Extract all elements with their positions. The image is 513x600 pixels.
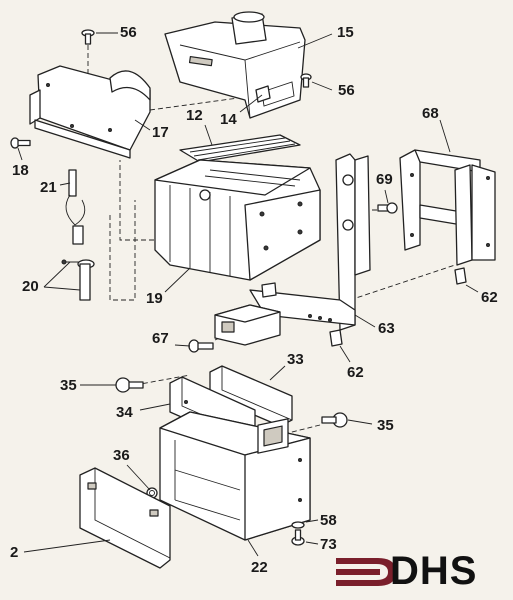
part-number-label: 21 — [40, 179, 57, 196]
part-number-label: 73 — [320, 536, 337, 553]
part-number-label: 56 — [120, 24, 137, 41]
part-number-label: 22 — [251, 559, 268, 576]
screw-67 — [188, 339, 214, 353]
part-number-label: 34 — [116, 404, 133, 421]
part-number-label: 35 — [377, 417, 394, 434]
screw-56-top — [81, 29, 95, 45]
part-number-label: 15 — [337, 24, 354, 41]
screw-56-side — [300, 73, 312, 88]
part-number-label: 62 — [481, 289, 498, 306]
bracket-14 — [255, 85, 271, 103]
washer-58 — [291, 521, 305, 529]
clip-62-lower — [329, 329, 343, 347]
gas-valve — [214, 304, 281, 346]
part-number-label: 67 — [152, 330, 169, 347]
clip-62-upper — [454, 267, 467, 285]
part-number-label: 20 — [22, 278, 39, 295]
part-number-label: 56 — [338, 82, 355, 99]
part-number-label: 68 — [422, 105, 439, 122]
part-number-label: 17 — [152, 124, 169, 141]
leader-lines — [17, 32, 479, 557]
part-number-label: 58 — [320, 512, 337, 529]
part-number-label: 63 — [378, 320, 395, 337]
part-number-label: 14 — [220, 111, 237, 128]
part-number-label: 2 — [10, 544, 19, 561]
front-panel-2 — [79, 467, 171, 569]
screw-35-left — [115, 377, 144, 393]
screw-35-right — [321, 412, 348, 428]
screw-69 — [377, 202, 398, 214]
part-number-label: 12 — [186, 107, 203, 124]
dhs-logo-mark — [336, 558, 396, 586]
burner-bars-12 — [179, 134, 301, 163]
part-number-label: 33 — [287, 351, 304, 368]
dhs-logo: DHS — [336, 548, 506, 596]
thermocouple-20 — [61, 194, 95, 301]
part-number-label: 69 — [376, 171, 393, 188]
rod-21 — [68, 169, 77, 197]
screw-18 — [10, 137, 31, 149]
dhs-logo-text: DHS — [390, 549, 478, 593]
part-number-label: 62 — [347, 364, 364, 381]
logo-arrow-icon — [336, 558, 396, 586]
part-number-label: 36 — [113, 447, 130, 464]
flue-hood-15 — [164, 11, 306, 119]
heat-exchanger-19 — [154, 159, 321, 281]
chamber-cover-17 — [29, 65, 151, 159]
part-number-label: 18 — [12, 162, 29, 179]
wall-bracket-68 — [399, 149, 496, 266]
casing-22 — [159, 411, 311, 541]
part-number-label: 19 — [146, 290, 163, 307]
bolt-73 — [291, 529, 305, 546]
mounting-bracket-63 — [249, 153, 371, 331]
part-number-label: 35 — [60, 377, 77, 394]
